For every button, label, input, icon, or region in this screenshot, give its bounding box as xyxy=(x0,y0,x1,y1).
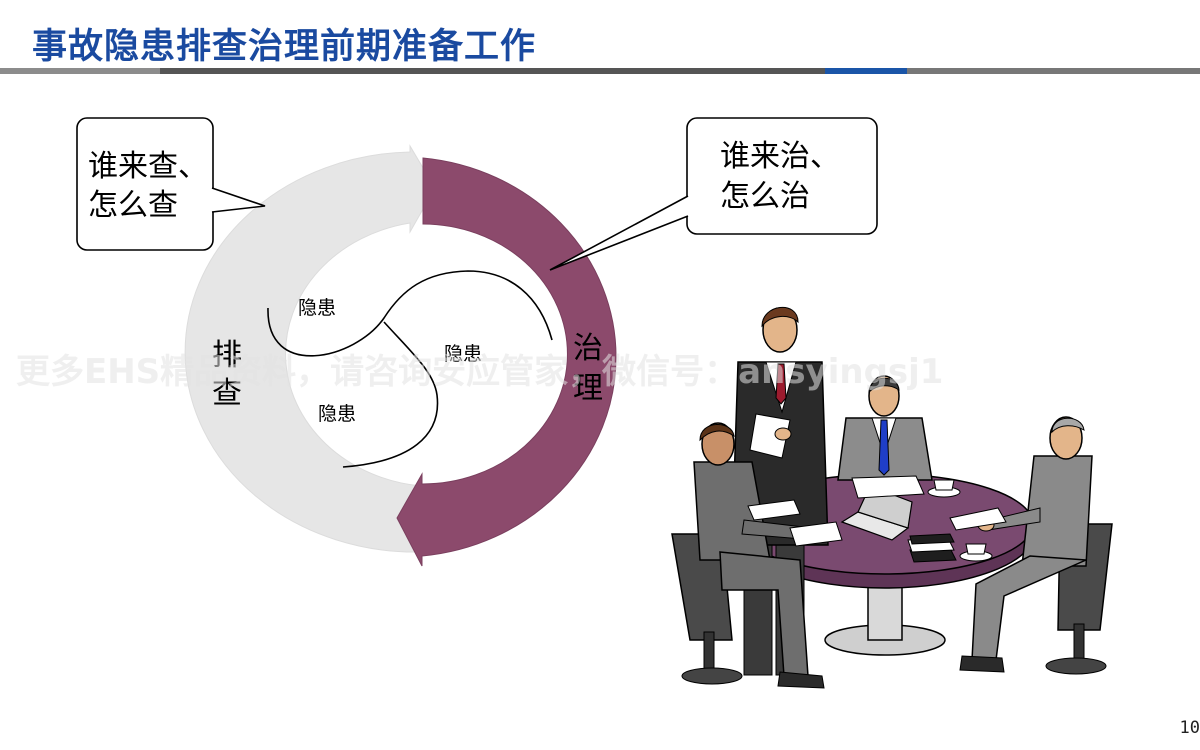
govern-label-2: 理 xyxy=(573,371,603,406)
callout-govern-line1: 谁来治、 xyxy=(720,139,840,174)
seated-man-right xyxy=(959,416,1113,675)
callout-inspect-line2: 怎么查 xyxy=(88,188,178,223)
hazard-label-1: 隐患 xyxy=(298,297,336,319)
inner-curve-2 xyxy=(342,321,439,468)
paper-1 xyxy=(851,475,925,499)
callout-govern: 谁来治、 怎么治 xyxy=(549,117,878,271)
seated-man-center xyxy=(837,375,933,481)
header-rule xyxy=(0,68,1200,74)
callout-inspect: 谁来查、 怎么查 xyxy=(76,117,266,251)
header-rule-accent xyxy=(825,68,907,74)
meeting-illustration xyxy=(671,306,1113,689)
page-number: 10 xyxy=(1179,718,1200,738)
callout-inspect-line1: 谁来查、 xyxy=(88,149,208,184)
page-title: 事故隐患排查治理前期准备工作 xyxy=(32,27,537,67)
header-rule-left xyxy=(0,68,160,74)
table-column xyxy=(867,584,903,641)
coffee-cup-1 xyxy=(927,479,961,498)
header-rule-middle xyxy=(160,68,825,74)
inspect-label-1: 排 xyxy=(212,338,242,373)
coffee-cup-2 xyxy=(959,543,993,562)
paper-2 xyxy=(949,507,1007,531)
paper-3 xyxy=(789,521,843,547)
paper-4 xyxy=(747,499,801,521)
hazard-label-2: 隐患 xyxy=(444,343,482,365)
callout-govern-line2: 怎么治 xyxy=(720,179,810,214)
header-rule-right xyxy=(907,68,1200,74)
hazard-label-3: 隐患 xyxy=(318,403,356,425)
inspect-label-2: 查 xyxy=(212,376,242,411)
inspect-arrow xyxy=(184,144,436,553)
book-stack xyxy=(907,533,957,563)
inner-curve-1 xyxy=(267,270,553,357)
govern-arrow xyxy=(396,157,617,567)
govern-label-1: 治 xyxy=(573,331,603,366)
